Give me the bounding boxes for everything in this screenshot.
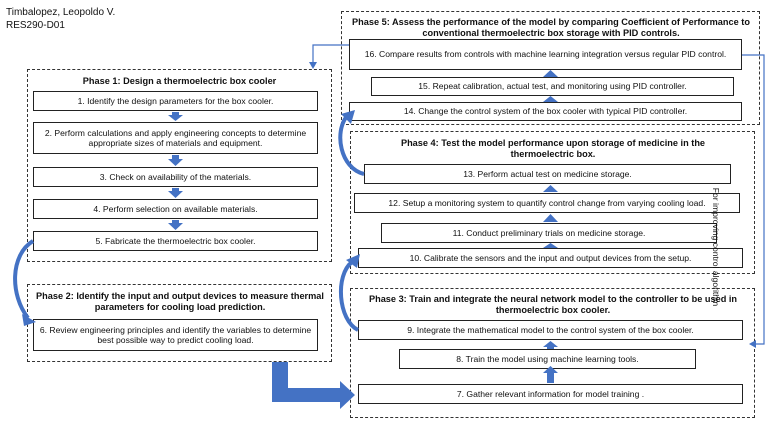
phase-2-title: Phase 2: Identify the input and output d…: [36, 291, 324, 312]
phase-1-title: Phase 1: Design a thermoelectric box coo…: [82, 76, 277, 86]
step-6: 6. Review engineering principles and ide…: [33, 319, 318, 351]
document-code: RES290-D01: [6, 20, 65, 31]
step-11: 11. Conduct preliminary trials on medici…: [381, 223, 717, 243]
step-9: 9. Integrate the mathematical model to t…: [358, 320, 743, 340]
step-4: 4. Perform selection on available materi…: [33, 199, 318, 219]
step-12: 12. Setup a monitoring system to quantif…: [354, 193, 740, 213]
author-name: Timbalopez, Leopoldo V.: [6, 7, 116, 18]
step-1: 1. Identify the design parameters for th…: [33, 91, 318, 111]
step-7: 7. Gather relevant information for model…: [358, 384, 743, 404]
step-5: 5. Fabricate the thermoelectric box cool…: [33, 231, 318, 251]
improving-control-label: For improving control algorithm: [711, 187, 721, 307]
step-10: 10. Calibrate the sensors and the input …: [358, 248, 743, 268]
step-3: 3. Check on availability of the material…: [33, 167, 318, 187]
phase-5-title: Phase 5: Assess the performance of the m…: [352, 17, 750, 38]
phase-3-title: Phase 3: Train and integrate the neural …: [368, 294, 738, 315]
phase-4-title: Phase 4: Test the model performance upon…: [400, 138, 706, 159]
bent-arrow-6-7: [272, 362, 355, 409]
step-16: 16. Compare results from controls with m…: [349, 39, 742, 70]
step-8: 8. Train the model using machine learnin…: [399, 349, 696, 369]
step-14: 14. Change the control system of the box…: [349, 102, 742, 121]
step-15: 15. Repeat calibration, actual test, and…: [371, 77, 734, 96]
return-line-head: [309, 62, 317, 69]
step-13: 13. Perform actual test on medicine stor…: [364, 164, 731, 184]
step-2: 2. Perform calculations and apply engine…: [33, 122, 318, 154]
